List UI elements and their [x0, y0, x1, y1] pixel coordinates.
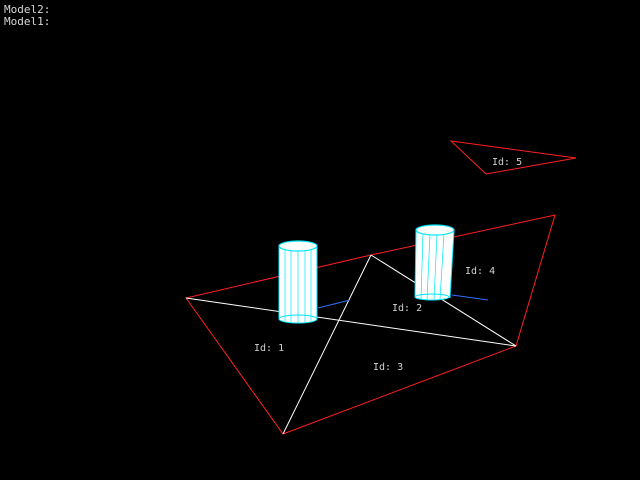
region-label-5: Id: 5 [492, 157, 522, 168]
floor-boundary [185, 214, 556, 435]
region-label-1: Id: 1 [254, 343, 284, 354]
region-5-boundary [449, 140, 577, 175]
region-label-4: Id: 4 [465, 266, 495, 277]
triangulation-edge [282, 254, 372, 435]
model1-cylinder[interactable] [278, 240, 318, 324]
triangulation-edge [370, 254, 517, 347]
model1-status-label: Model1: [4, 15, 51, 28]
model-status-overlay: Model2: Model1: [4, 4, 50, 28]
model2-status-label: Model2: [4, 3, 51, 16]
model1-axis-line [317, 299, 351, 309]
region-label-3: Id: 3 [373, 362, 403, 373]
region-label-2: Id: 2 [392, 303, 422, 314]
model2-axis-line [451, 294, 489, 301]
triangulation-edge [185, 297, 517, 347]
model2-cylinder[interactable] [414, 224, 455, 301]
